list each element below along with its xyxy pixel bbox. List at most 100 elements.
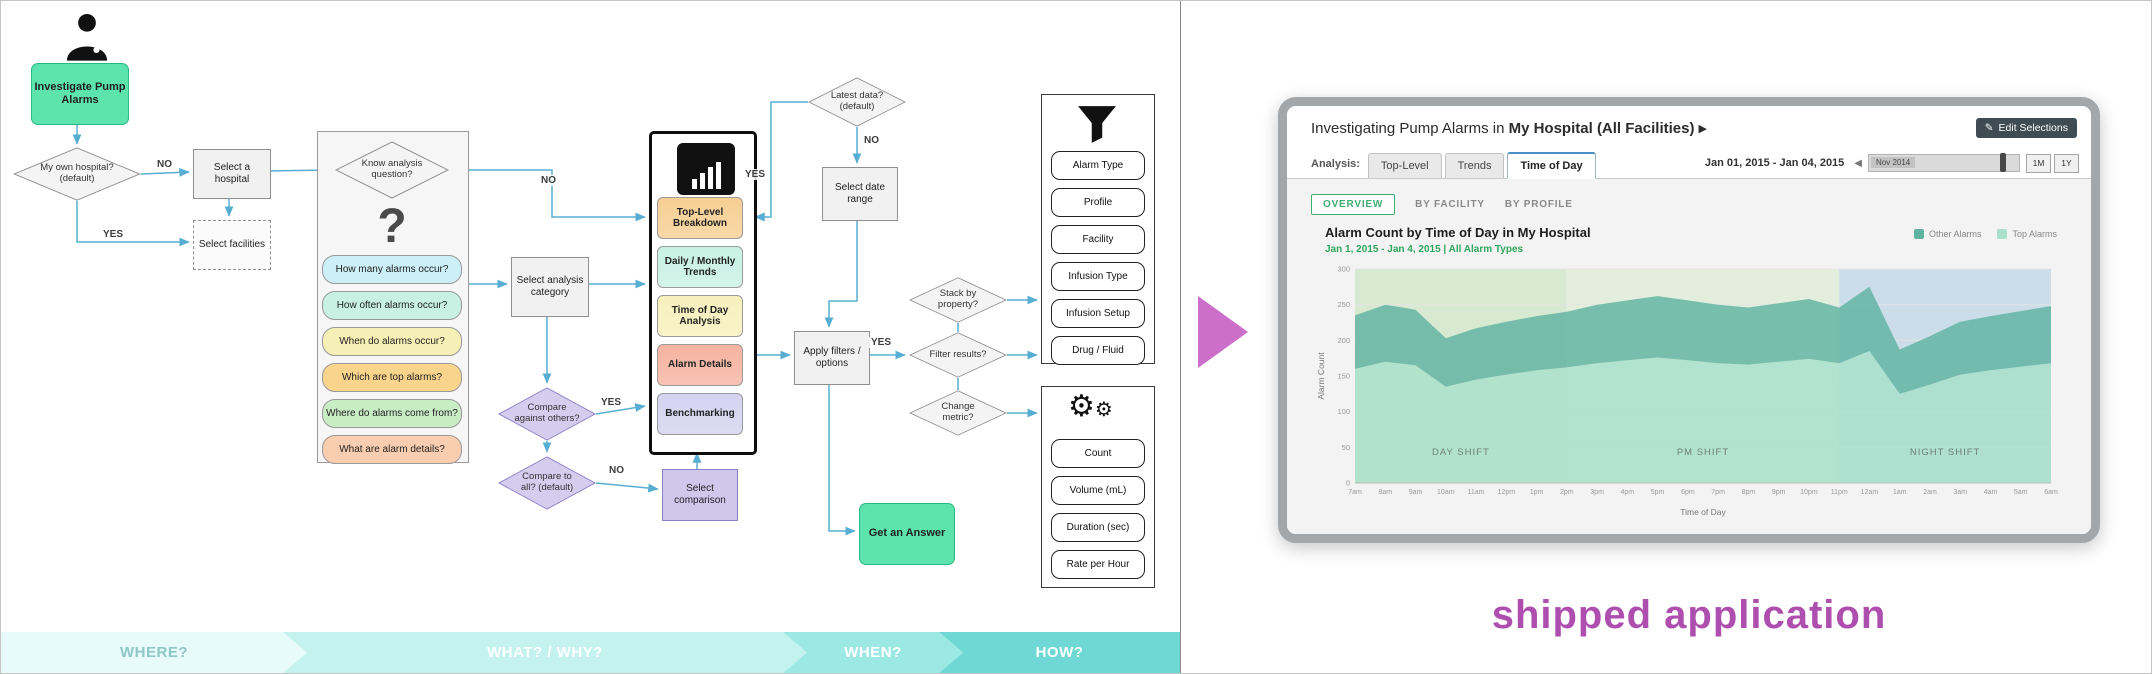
legend-label: Other Alarms bbox=[1928, 229, 1982, 239]
timeline-scrubber[interactable]: Nov 2014 bbox=[1868, 153, 2020, 172]
decision-know-question-label: Know analysis question? bbox=[361, 158, 423, 180]
chart-legend: Other Alarms Top Alarms bbox=[1913, 229, 2057, 239]
edge-label-no-question: NO bbox=[539, 175, 558, 186]
bar-chart-icon bbox=[677, 143, 735, 195]
edge-label-yes-compare: YES bbox=[599, 397, 624, 408]
app-content: OVERVIEW BY FACILITY BY PROFILE Alarm Coun… bbox=[1287, 179, 2091, 534]
metric-option-rate-per-hour: Rate per Hour bbox=[1051, 550, 1145, 579]
question-item-how-many-alarms-occur: How many alarms occur? bbox=[322, 255, 462, 284]
svg-text:9pm: 9pm bbox=[1772, 489, 1786, 496]
caret-icon[interactable]: ▶ bbox=[1698, 123, 1707, 135]
question-item-where-do-alarms-come-from: Where do alarms come from? bbox=[322, 399, 462, 428]
subtab-overview[interactable]: OVERVIEW bbox=[1311, 194, 1396, 215]
svg-text:6pm: 6pm bbox=[1681, 489, 1695, 496]
analysis-item-top-level-breakdown: Top-Level Breakdown bbox=[657, 197, 743, 239]
svg-text:7am: 7am bbox=[1348, 489, 1362, 496]
phase-banner-when: WHEN? bbox=[783, 632, 963, 673]
svg-text:Alarm Count: Alarm Count bbox=[1316, 352, 1326, 400]
edge-label-no-compare-all: NO bbox=[607, 465, 626, 476]
legend-label: Top Alarms bbox=[2012, 229, 2057, 239]
caption: shipped application bbox=[1491, 593, 1887, 637]
decision-latest-data: Latest data? (default) bbox=[808, 77, 906, 127]
subtab-by-profile[interactable]: BY PROFILE bbox=[1504, 199, 1573, 210]
chart-title: Alarm Count by Time of Day in My Hospita… bbox=[1325, 225, 1591, 240]
svg-text:4am: 4am bbox=[1984, 489, 1998, 496]
subtab-by-facility[interactable]: BY FACILITY bbox=[1415, 199, 1485, 210]
svg-text:NIGHT SHIFT: NIGHT SHIFT bbox=[1910, 447, 1980, 458]
tab-trends[interactable]: Trends bbox=[1444, 153, 1505, 178]
question-item-which-are-top-alarms: Which are top alarms? bbox=[322, 363, 462, 392]
svg-text:10am: 10am bbox=[1437, 489, 1455, 496]
analysis-item-alarm-details: Alarm Details bbox=[657, 344, 743, 386]
svg-text:9am: 9am bbox=[1409, 489, 1423, 496]
svg-text:PM SHIFT: PM SHIFT bbox=[1677, 447, 1729, 458]
svg-text:3am: 3am bbox=[1953, 489, 1967, 496]
prev-arrow-icon[interactable]: ◀ bbox=[1854, 157, 1862, 169]
tab-time-of-day[interactable]: Time of Day bbox=[1507, 152, 1596, 179]
chart-subtitle: Jan 1, 2015 - Jan 4, 2015 | All Alarm Ty… bbox=[1325, 244, 1524, 255]
svg-text:12am: 12am bbox=[1861, 489, 1879, 496]
svg-text:12pm: 12pm bbox=[1498, 489, 1516, 496]
app-title: Investigating Pump Alarms in My Hospital… bbox=[1311, 120, 1707, 137]
edge-label-yes-filter: YES bbox=[869, 337, 894, 348]
decision-compare-others-label: Compare against others? bbox=[514, 402, 580, 424]
pencil-icon: ✎ bbox=[1984, 122, 1994, 134]
decision-change-metric: Change metric? bbox=[909, 390, 1007, 436]
decision-filter-results-label: Filter results? bbox=[929, 348, 987, 360]
svg-text:300: 300 bbox=[1337, 265, 1350, 274]
decision-stack-by: Stack by property? bbox=[909, 277, 1007, 323]
app-title-scope: My Hospital (All Facilities) bbox=[1508, 120, 1695, 137]
edge-label-no-hospital: NO bbox=[155, 159, 174, 170]
filter-option-infusion-setup: Infusion Setup bbox=[1051, 299, 1145, 328]
question-item-when-do-alarms-occur: When do alarms occur? bbox=[322, 327, 462, 356]
select-category-node: Select analysis category bbox=[511, 257, 589, 317]
apply-filters-node: Apply filters / options bbox=[794, 331, 870, 385]
question-item-what-are-alarm-details: What are alarm details? bbox=[322, 435, 462, 464]
decision-compare-others: Compare against others? bbox=[498, 387, 596, 441]
edit-selections-button[interactable]: ✎ Edit Selections bbox=[1975, 118, 2077, 138]
svg-text:DAY SHIFT: DAY SHIFT bbox=[1432, 447, 1490, 458]
svg-text:11pm: 11pm bbox=[1831, 489, 1848, 496]
question-item-how-often-alarms-occur: How often alarms occur? bbox=[322, 291, 462, 320]
timeline-month-label: Nov 2014 bbox=[1871, 157, 1916, 168]
transition-arrow bbox=[1198, 296, 1248, 368]
decision-stack-by-label: Stack by property? bbox=[937, 288, 979, 310]
tab-top-level[interactable]: Top-Level bbox=[1367, 153, 1442, 178]
decision-filter-results: Filter results? bbox=[909, 332, 1007, 378]
phase-banner-row: WHERE?WHAT? / WHY?WHEN?HOW? bbox=[1, 632, 1180, 673]
svg-text:Time of Day: Time of Day bbox=[1680, 507, 1726, 517]
filter-option-profile: Profile bbox=[1051, 188, 1145, 217]
decision-compare-all: Compare to all? (default) bbox=[498, 456, 596, 510]
phase-banner-where: WHERE? bbox=[1, 632, 307, 673]
svg-text:7pm: 7pm bbox=[1711, 489, 1725, 496]
decision-know-question: Know analysis question? bbox=[335, 141, 449, 199]
svg-text:3pm: 3pm bbox=[1590, 489, 1604, 496]
legend-item-top-alarms: Top Alarms bbox=[1997, 229, 2057, 239]
timeline-handle[interactable] bbox=[2000, 153, 2006, 172]
start-node: Investigate Pump Alarms bbox=[31, 63, 129, 125]
svg-text:5am: 5am bbox=[2014, 489, 2028, 496]
zoom-1m-button[interactable]: 1M bbox=[2026, 153, 2051, 173]
view-subtabs: OVERVIEW BY FACILITY BY PROFILE bbox=[1311, 194, 1573, 215]
time-controls: Jan 01, 2015 - Jan 04, 2015 ◀ Nov 2014 1… bbox=[1705, 148, 2079, 178]
flowchart-panel: Investigate Pump Alarms My own hospital?… bbox=[1, 1, 1181, 673]
get-answer-node: Get an Answer bbox=[859, 503, 955, 565]
edit-selections-label: Edit Selections bbox=[1998, 122, 2068, 134]
question-list: How many alarms occur? How often alarms o… bbox=[322, 255, 462, 471]
metric-option-count: Count bbox=[1051, 439, 1145, 468]
user-icon bbox=[61, 11, 113, 63]
svg-text:100: 100 bbox=[1337, 407, 1350, 416]
app-window: Investigating Pump Alarms in My Hospital… bbox=[1278, 97, 2100, 543]
legend-swatch bbox=[1997, 229, 2008, 239]
svg-text:1pm: 1pm bbox=[1530, 489, 1544, 496]
zoom-1y-button[interactable]: 1Y bbox=[2054, 153, 2079, 173]
svg-text:10pm: 10pm bbox=[1800, 489, 1818, 496]
metric-option-duration-sec: Duration (sec) bbox=[1051, 513, 1145, 542]
